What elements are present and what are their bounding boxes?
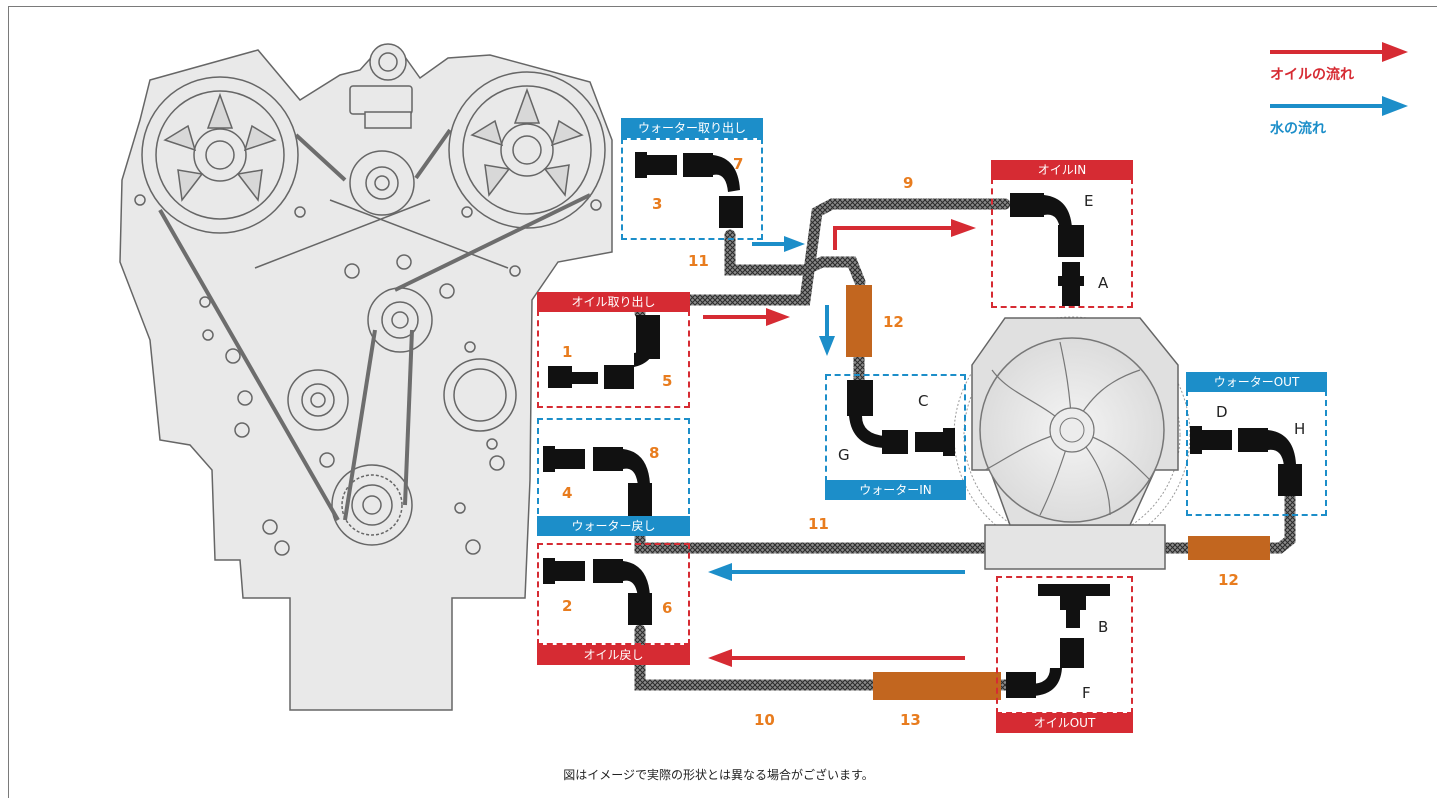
heat-sleeves [846,285,1270,700]
water-flow-arrow-3 [708,563,965,581]
box-oil-in [991,178,1133,308]
part-number-11-mid: 11 [808,515,829,533]
legend-water-arrow [1270,96,1408,116]
turbocharger [953,316,1191,570]
fitting-5 [604,315,660,389]
fitting-letter-F: F [1082,684,1091,702]
part-number-3: 3 [652,195,663,213]
water-flow-arrow-2 [819,305,835,356]
water-flow-arrow-1 [752,236,805,252]
sleeve-12-mid [846,285,872,357]
part-number-13: 13 [900,711,921,729]
fitting-C [915,428,955,456]
fitting-D [1190,426,1232,454]
fitting-letter-H: H [1294,420,1306,438]
label-water-out: ウォーターOUT [1186,372,1327,392]
part-number-8: 8 [649,444,660,462]
fitting-letter-D: D [1216,403,1228,421]
flow-arrows [703,42,1408,667]
oil-flow-arrow-1 [703,308,790,326]
image-disclaimer-caption: 図はイメージで実際の形状とは異なる場合がございます。 [563,768,874,782]
oil-flow-arrow-2 [833,219,976,250]
fitting-7 [683,153,743,228]
page-frame [8,6,1437,798]
fitting-8 [593,447,652,523]
part-number-2: 2 [562,597,573,615]
fitting-2 [543,558,585,584]
box-oil-takeout [537,310,690,408]
part-number-10: 10 [754,711,775,729]
fitting-E [1010,193,1084,257]
label-oil-return: オイル戻し [537,645,690,665]
fitting-G [847,380,908,454]
part-number-12-right: 12 [1218,571,1239,589]
label-oil-out: オイルOUT [996,713,1133,733]
part-number-7: 7 [733,155,744,173]
fitting-1 [548,366,598,388]
hose-11-top [724,229,866,288]
legend-water-text: 水の流れ [1270,121,1326,137]
part-number-12-mid: 12 [883,313,904,331]
label-water-return: ウォーター戻し [537,516,690,536]
fitting-letter-B: B [1098,618,1109,636]
legend-oil-text: オイルの流れ [1270,67,1354,83]
fitting-3 [635,152,677,178]
part-number-11-top: 11 [688,252,709,270]
box-water-return [537,418,690,524]
label-water-in: ウォーターIN [825,480,966,500]
fitting-letter-A: A [1098,274,1109,292]
box-oil-out [996,576,1133,714]
label-oil-in: オイルIN [991,160,1133,180]
part-number-6: 6 [662,599,673,617]
fittings [543,152,1302,698]
timing-belt [158,128,591,521]
part-number-9: 9 [903,174,914,192]
right-cam-pulley [448,71,606,229]
part-number-4: 4 [562,484,573,502]
fitting-4 [543,446,585,472]
box-water-out [1186,390,1327,516]
fitting-6 [593,559,652,625]
fitting-B [1038,584,1110,628]
label-water-takeout: ウォーター取り出し [621,118,763,138]
part-number-1: 1 [562,343,573,361]
fitting-A [1058,262,1084,306]
oil-flow-arrow-3 [708,649,965,667]
part-number-5: 5 [662,372,673,390]
left-cam-pulley [141,76,299,234]
sleeve-13 [873,672,1001,700]
box-oil-return [537,543,690,645]
box-water-takeout [621,138,763,240]
fitting-F [1006,638,1084,698]
legend-oil-arrow [1270,42,1408,62]
fitting-letter-E: E [1084,192,1094,210]
fitting-H [1238,428,1302,496]
label-oil-takeout: オイル取り出し [537,292,690,312]
fitting-letter-G: G [838,446,850,464]
sleeve-12-right [1188,536,1270,560]
fitting-letter-C: C [918,392,929,410]
box-water-in [825,374,966,482]
